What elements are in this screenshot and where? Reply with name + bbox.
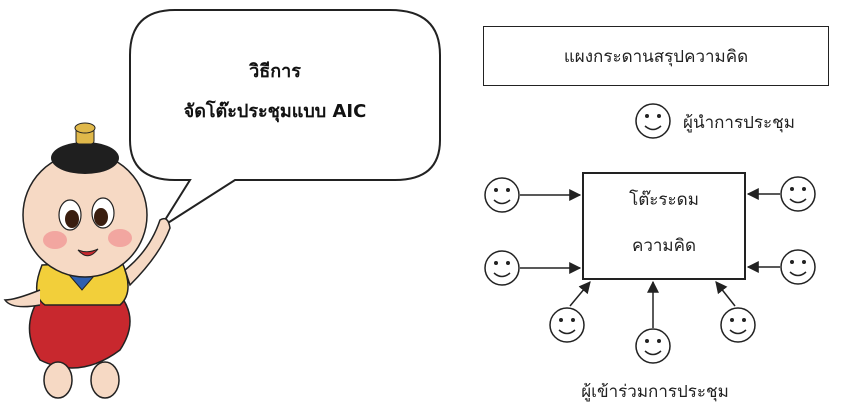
participant-face-icon xyxy=(484,250,520,286)
participant-face-icon xyxy=(780,176,816,212)
summary-board: แผงกระดานสรุปความคิด xyxy=(483,26,829,86)
participants-label: ผู้เข้าร่วมการประชุม xyxy=(581,382,729,402)
bubble-title: วิธีการ xyxy=(249,61,301,82)
summary-board-label: แผงกระดานสรุปความคิด xyxy=(563,46,749,67)
leader-label: ผู้นำการประชุม xyxy=(683,113,795,133)
participant-face-icon xyxy=(549,307,585,343)
arrow-icon xyxy=(715,281,736,307)
speech-bubble xyxy=(129,9,441,229)
arrow-icon xyxy=(569,281,591,307)
brainstorm-table xyxy=(582,172,746,280)
participant-face-icon xyxy=(635,328,671,364)
participant-face-icon xyxy=(720,307,756,343)
table-label-line2: ความคิด xyxy=(631,236,697,256)
child-mascot-icon xyxy=(3,122,171,399)
bubble-subtitle: จัดโต๊ะประชุมแบบ AIC xyxy=(183,101,367,122)
table-label-line1: โต๊ะระดม xyxy=(629,190,699,210)
leader-face-icon xyxy=(635,103,671,139)
participant-face-icon xyxy=(780,249,816,285)
participant-face-icon xyxy=(484,177,520,213)
